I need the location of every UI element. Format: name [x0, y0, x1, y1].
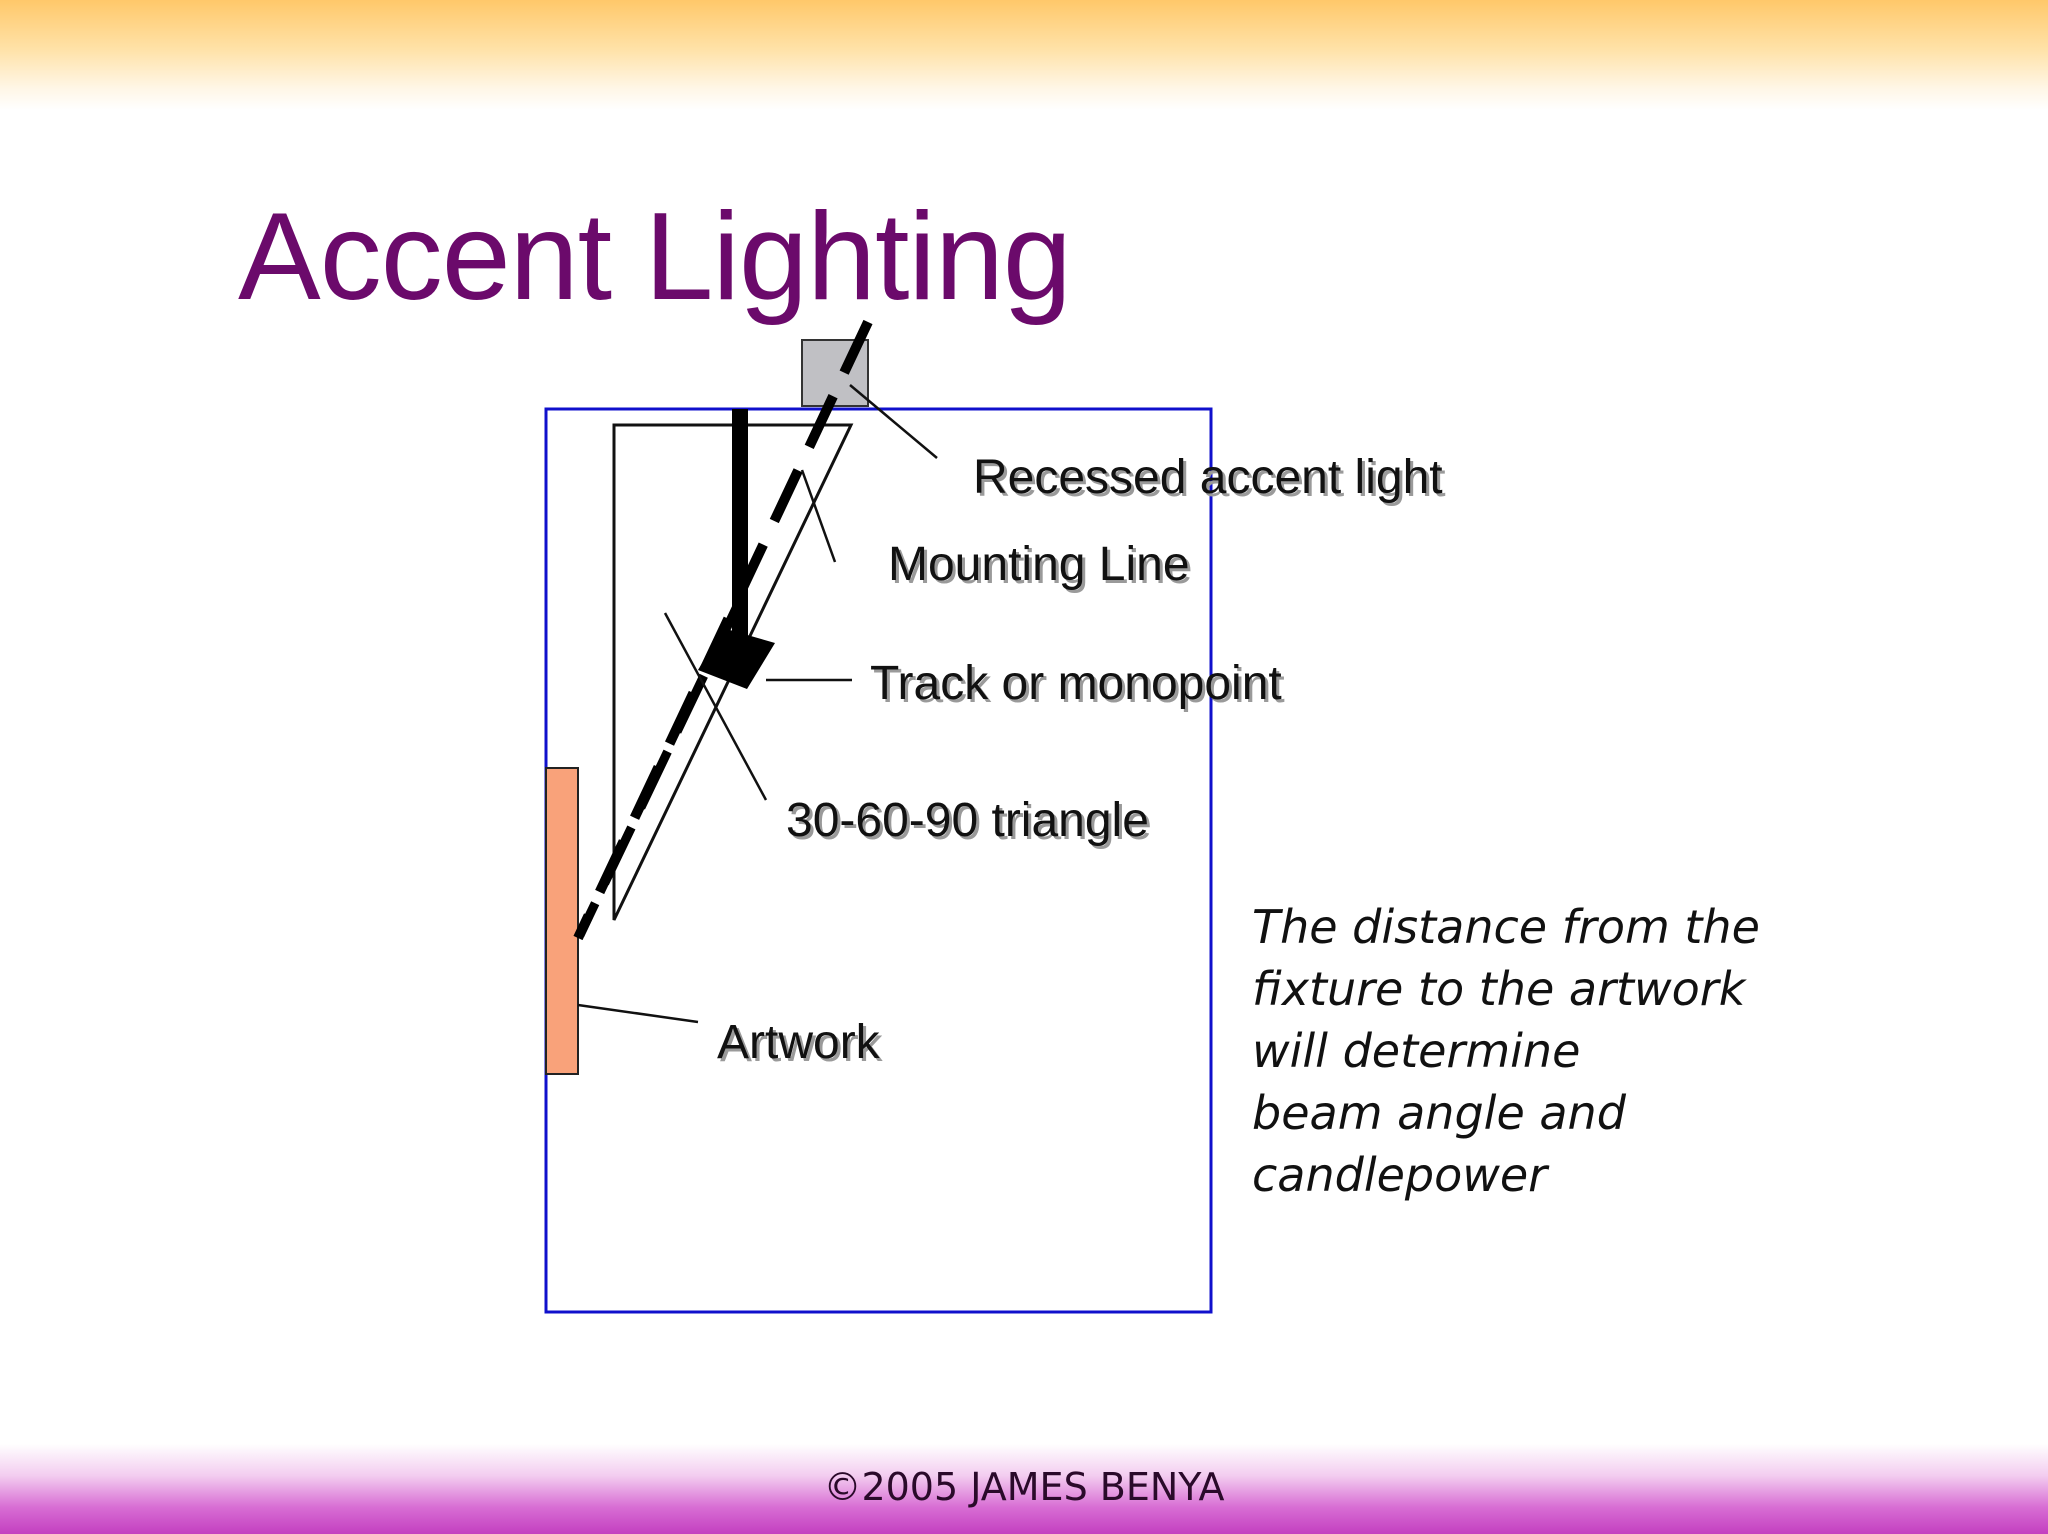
label-recessed-accent-light-shadow: Recessed accent light — [976, 454, 1446, 507]
note-line: The distance from the — [1252, 900, 1760, 954]
label-track-or-monopoint: Track or monopoint — [870, 657, 1282, 710]
leader-triangle — [663, 612, 768, 801]
note-line: fixture to the artwork — [1252, 962, 1746, 1016]
top-gradient-band — [0, 0, 2048, 110]
note-line: beam angle and — [1252, 1086, 1626, 1140]
note-line: will determine — [1252, 1024, 1581, 1078]
label-track-or-monopoint-shadow: Track or monopoint — [873, 660, 1285, 713]
label-recessed-accent-light: Recessed accent light — [973, 451, 1443, 504]
copyright-footer: ©2005 JAMES BENYA — [823, 1465, 1225, 1509]
label-artwork: Artwork — [717, 1016, 881, 1069]
artwork-panel — [545, 767, 579, 1075]
mounting-line — [575, 598, 745, 937]
leader-artwork — [577, 1003, 699, 1024]
leader-recessed-light — [849, 384, 938, 459]
label-triangle-shadow: 30-60-90 triangle — [789, 797, 1152, 850]
beam-angle-note: The distance from the fixture to the art… — [1252, 896, 1760, 1206]
bottom-gradient-band — [0, 1444, 2048, 1534]
label-mounting-line: Mounting Line — [888, 538, 1190, 591]
slide-title: Accent Lighting — [238, 188, 1072, 326]
leader-mounting-line — [800, 469, 837, 563]
label-mounting-line-shadow: Mounting Line — [891, 541, 1193, 594]
label-artwork-shadow: Artwork — [720, 1019, 884, 1072]
note-line: candlepower — [1252, 1148, 1548, 1202]
label-triangle: 30-60-90 triangle — [786, 794, 1149, 847]
